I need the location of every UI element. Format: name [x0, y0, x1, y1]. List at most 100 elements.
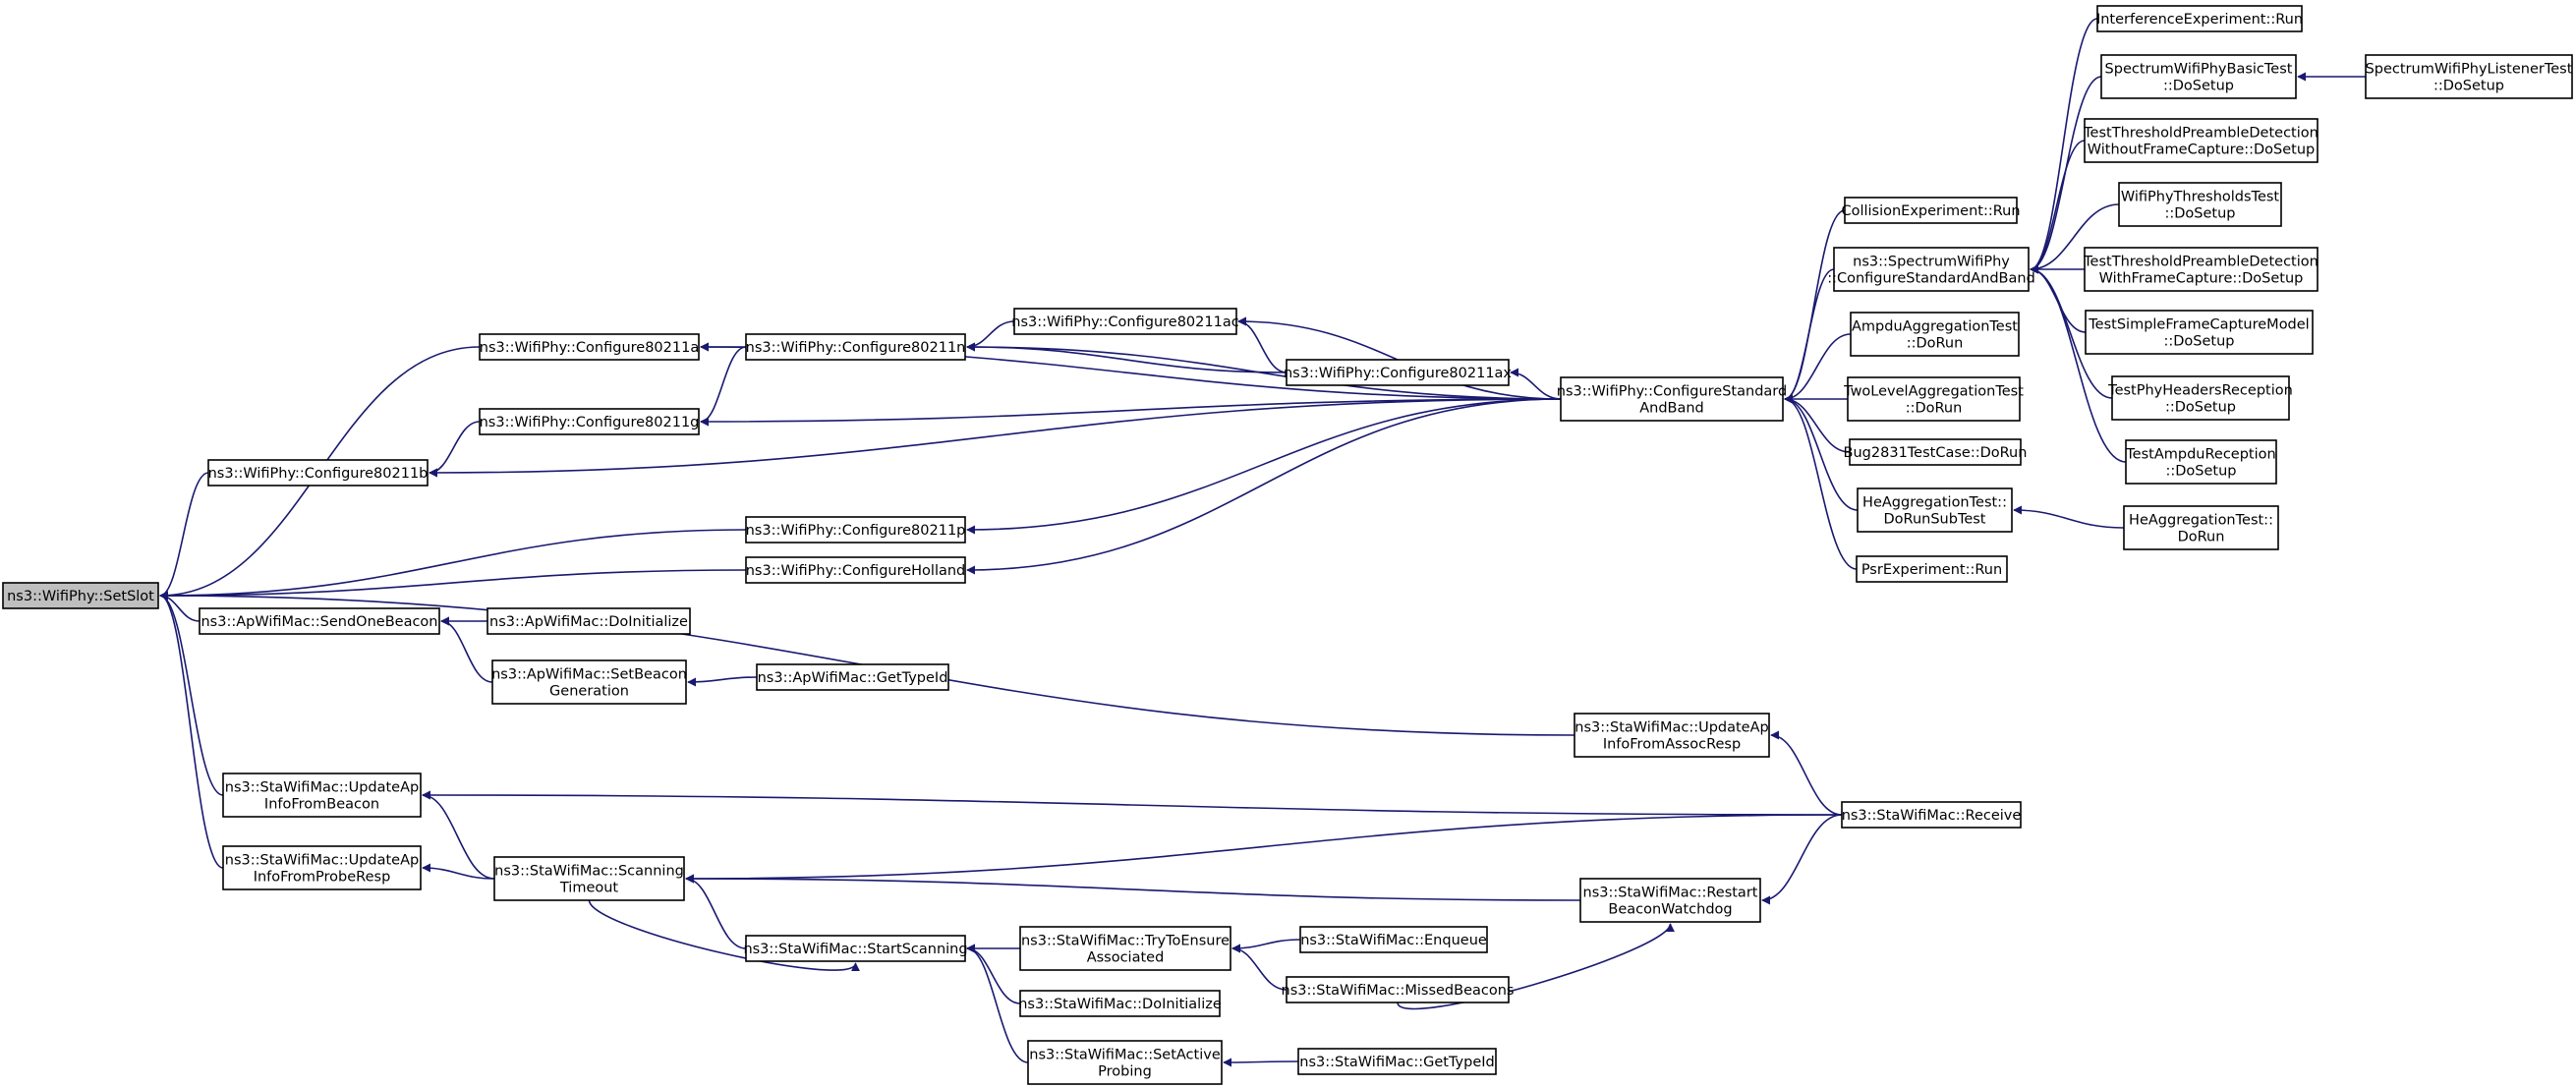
node-box[interactable] [1297, 1048, 1497, 1075]
node-threshwith[interactable]: TestThresholdPreambleDetectionWithFrameC… [2083, 247, 2318, 292]
node-box[interactable] [1850, 312, 2020, 357]
node-box[interactable] [745, 516, 966, 544]
node-box[interactable] [756, 663, 949, 691]
node-cfgstd[interactable]: ns3::WifiPhy::ConfigureStandardAndBand [1557, 376, 1787, 422]
node-box[interactable] [1286, 359, 1510, 386]
node-cfg11a[interactable]: ns3::WifiPhy::Configure80211a [479, 333, 700, 361]
node-box[interactable] [1560, 376, 1784, 422]
node-box[interactable] [2118, 182, 2282, 227]
node-box[interactable] [222, 773, 422, 818]
node-cfg11b[interactable]: ns3::WifiPhy::Configure80211b [207, 459, 429, 487]
node-cfg11n[interactable]: ns3::WifiPhy::Configure80211n [745, 333, 966, 361]
edge-cfg11p-to-setslot [159, 529, 747, 601]
node-label: ns3::ApWifiMac::GetTypeId [758, 670, 948, 686]
node-cfg11p[interactable]: ns3::WifiPhy::Configure80211p [745, 516, 966, 544]
node-updassoc[interactable]: ns3::StaWifiMac::UpdateApInfoFromAssocRe… [1574, 713, 1770, 758]
node-enqueue[interactable]: ns3::StaWifiMac::Enqueue [1299, 926, 1488, 953]
node-heaggrun[interactable]: HeAggregationTest::DoRun [2123, 505, 2279, 550]
node-box[interactable] [1299, 926, 1488, 953]
node-psrexp[interactable]: PsrExperiment::Run [1856, 555, 2008, 583]
node-box[interactable] [2123, 505, 2279, 550]
node-cfgholland[interactable]: ns3::WifiPhy::ConfigureHolland [745, 556, 966, 584]
edge-specstd-to-cfgstd [1784, 268, 1835, 404]
node-stadoinit[interactable]: ns3::StaWifiMac::DoInitialize [1018, 990, 1222, 1017]
node-box[interactable] [1013, 308, 1237, 335]
node-box[interactable] [2096, 5, 2303, 32]
node-box[interactable] [2, 582, 159, 609]
node-simplecapture[interactable]: TestSimpleFrameCaptureModel::DoSetup [2085, 310, 2314, 355]
node-cfg11ax[interactable]: ns3::WifiPhy::Configure80211ax [1284, 359, 1512, 386]
node-box[interactable] [487, 607, 691, 635]
node-box[interactable] [2125, 439, 2277, 485]
node-cfg11g[interactable]: ns3::WifiPhy::Configure80211g [479, 408, 700, 435]
node-box[interactable] [1019, 990, 1221, 1017]
node-box[interactable] [1019, 926, 1231, 971]
node-phyheaders[interactable]: TestPhyHeadersReception::DoSetup [2107, 375, 2293, 421]
node-box[interactable] [2111, 375, 2290, 421]
edge-cfg11b-to-setslot [159, 472, 209, 601]
node-box[interactable] [1849, 438, 2022, 466]
node-box[interactable] [1841, 801, 2022, 829]
node-phythresh[interactable]: WifiPhyThresholdsTest::DoSetup [2118, 182, 2282, 227]
node-box[interactable] [1579, 878, 1761, 923]
node-updprobe[interactable]: ns3::StaWifiMac::UpdateApInfoFromProbeRe… [222, 845, 422, 890]
node-specbasic[interactable]: SpectrumWifiPhyBasicTest::DoSetup [2100, 54, 2297, 99]
node-startscan[interactable]: ns3::StaWifiMac::StartScanning [743, 935, 968, 962]
node-box[interactable] [1286, 976, 1510, 1003]
node-label: SpectrumWifiPhyBasicTest [2105, 62, 2293, 78]
node-apgettypeid[interactable]: ns3::ApWifiMac::GetTypeId [756, 663, 949, 691]
node-receive[interactable]: ns3::StaWifiMac::Receive [1841, 801, 2022, 829]
node-ampdurecep[interactable]: TestAmpduReception::DoSetup [2125, 439, 2277, 485]
node-box[interactable] [745, 556, 966, 584]
node-speclistener[interactable]: SpectrumWifiPhyListenerTest::DoSetup [2365, 54, 2573, 99]
node-heaggsub[interactable]: HeAggregationTest::DoRunSubTest [1857, 487, 2013, 533]
node-box[interactable] [2084, 118, 2318, 163]
node-missedbeacons[interactable]: ns3::StaWifiMac::MissedBeacons [1282, 976, 1515, 1003]
node-box[interactable] [1856, 555, 2008, 583]
node-box[interactable] [199, 607, 440, 635]
edge-cfgstd-to-cfg11b [429, 398, 1562, 478]
node-box[interactable] [1857, 487, 2013, 533]
node-label: ns3::WifiPhy::SetSlot [7, 589, 154, 604]
node-box[interactable] [222, 845, 422, 890]
node-box[interactable] [479, 333, 700, 361]
node-stagettypeid[interactable]: ns3::StaWifiMac::GetTypeId [1297, 1048, 1497, 1075]
node-box[interactable] [493, 856, 685, 901]
node-label: ns3::StaWifiMac::TryToEnsure [1021, 934, 1230, 949]
node-label: ::DoSetup [2165, 400, 2236, 416]
node-box[interactable] [491, 659, 687, 705]
node-box[interactable] [1833, 247, 2030, 292]
node-box[interactable] [1574, 713, 1770, 758]
node-label: BeaconWatchdog [1608, 902, 1732, 918]
node-apdoinit[interactable]: ns3::ApWifiMac::DoInitialize [487, 607, 691, 635]
node-box[interactable] [745, 935, 966, 962]
node-box[interactable] [745, 333, 966, 361]
node-box[interactable] [207, 459, 429, 487]
node-box[interactable] [2085, 310, 2314, 355]
node-label: ns3::ApWifiMac::DoInitialize [489, 614, 688, 630]
node-box[interactable] [2365, 54, 2573, 99]
node-bug2831[interactable]: Bug2831TestCase::DoRun [1844, 438, 2028, 466]
node-box[interactable] [1844, 197, 2018, 224]
node-twolevel[interactable]: TwoLevelAggregationTest::DoRun [1843, 376, 2024, 422]
node-setslot[interactable]: ns3::WifiPhy::SetSlot [2, 582, 159, 609]
node-specstd[interactable]: ns3::SpectrumWifiPhy::ConfigureStandardA… [1827, 247, 2035, 292]
node-box[interactable] [2100, 54, 2297, 99]
node-box[interactable] [479, 408, 700, 435]
node-box[interactable] [1847, 376, 2021, 422]
node-sendbeacon[interactable]: ns3::ApWifiMac::SendOneBeacon [199, 607, 440, 635]
node-interf[interactable]: InterferenceExperiment::Run [2096, 5, 2303, 32]
node-box[interactable] [2084, 247, 2318, 292]
node-box[interactable] [1027, 1040, 1223, 1085]
node-ampduagg[interactable]: AmpduAggregationTest::DoRun [1850, 312, 2020, 357]
node-label: AndBand [1639, 401, 1704, 417]
node-collision[interactable]: CollisionExperiment::Run [1841, 197, 2021, 224]
node-threshwithout[interactable]: TestThresholdPreambleDetectionWithoutFra… [2083, 118, 2318, 163]
node-cfg11ac[interactable]: ns3::WifiPhy::Configure80211ac [1011, 308, 1239, 335]
